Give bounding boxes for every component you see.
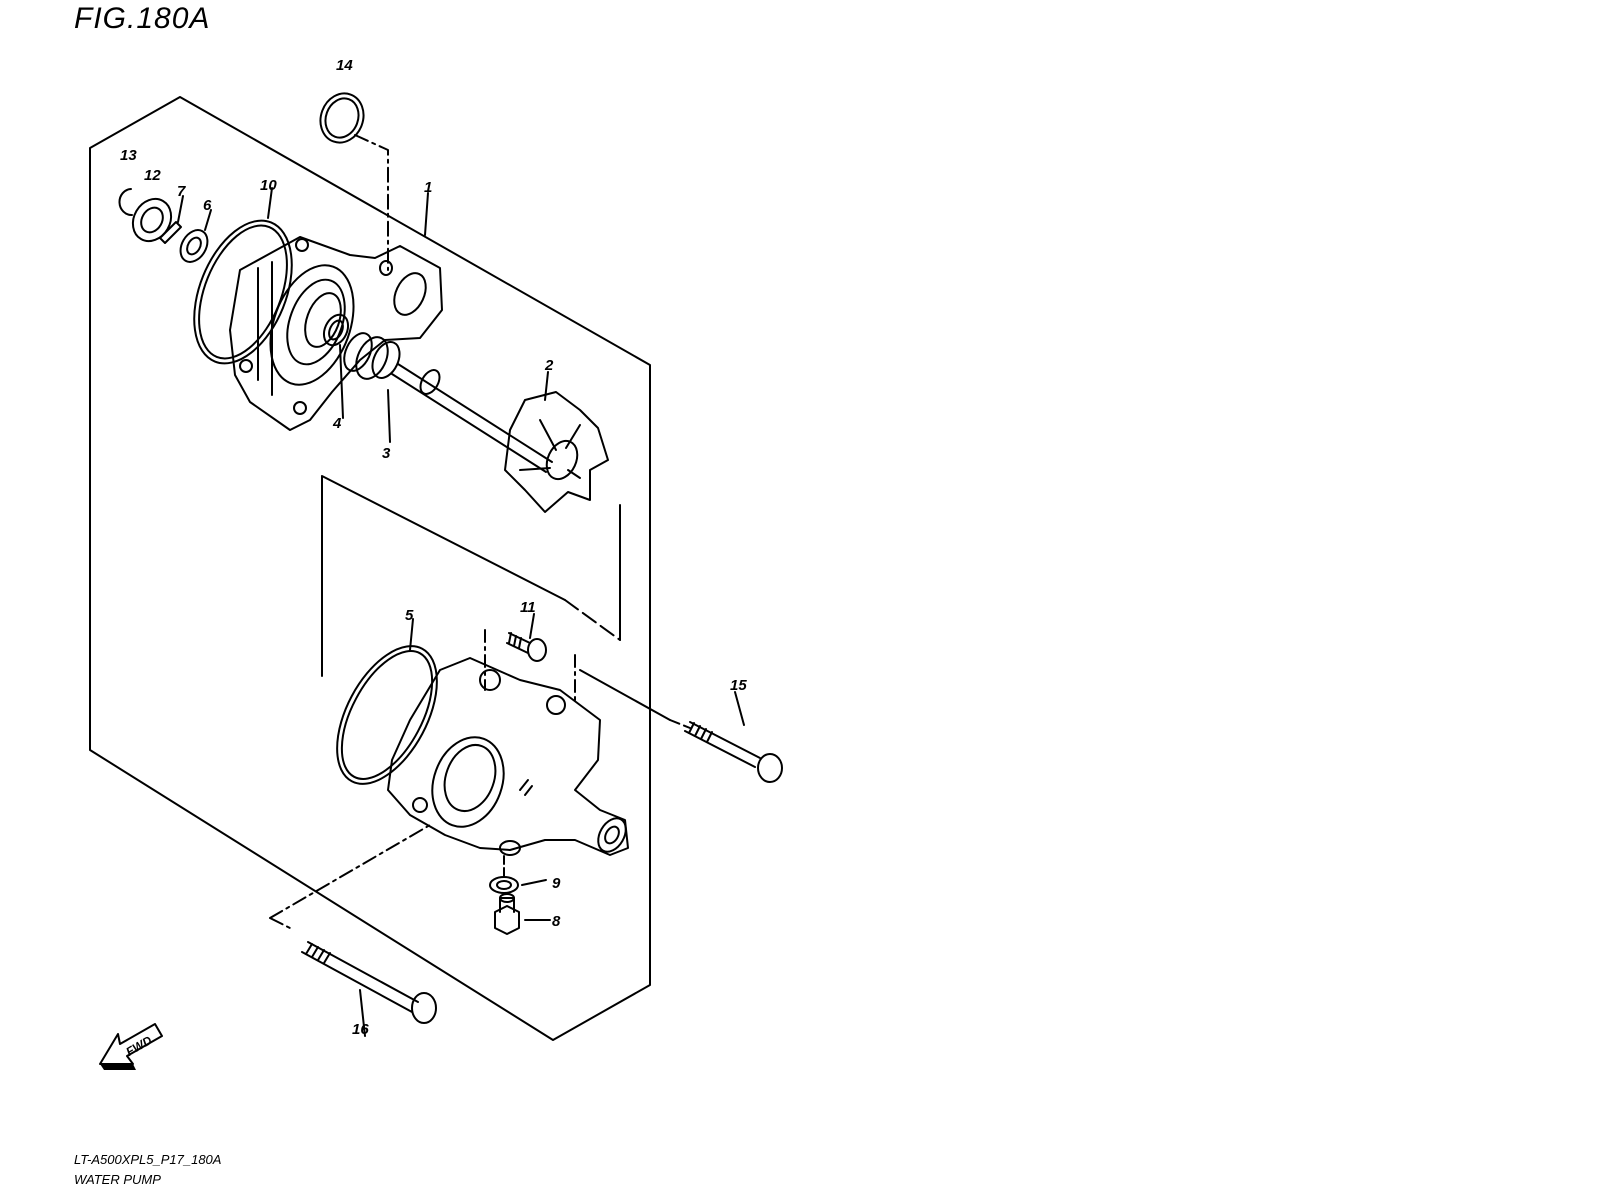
- figure-title: FIG.180A: [74, 2, 211, 35]
- screw-11: [506, 632, 547, 662]
- o-ring-14: [319, 92, 365, 144]
- forward-direction-arrow-icon: FWD: [99, 1023, 163, 1070]
- callout-14: 14: [336, 57, 353, 74]
- mechanical-seal-3: [343, 332, 401, 380]
- callout-16: 16: [352, 1021, 369, 1038]
- callout-9: 9: [552, 875, 561, 892]
- callout-7: 7: [177, 183, 186, 200]
- circlip-13: [118, 188, 133, 217]
- cover-subgroup-boundary: [321, 475, 671, 721]
- seal-12: [131, 197, 173, 243]
- callout-3: 3: [382, 445, 391, 462]
- callout-13: 13: [120, 147, 137, 164]
- bolt-16: [301, 941, 437, 1024]
- callout-2: 2: [544, 357, 554, 374]
- washer-9: [489, 876, 519, 894]
- pump-cover: [387, 657, 629, 856]
- assembly-boundary: [89, 96, 651, 1041]
- callout-5: 5: [405, 607, 414, 624]
- impeller-shaft-2: [391, 363, 553, 473]
- figure-name: WATER PUMP: [74, 1172, 161, 1187]
- washer-6: [179, 229, 209, 263]
- mechanical-seal-4: [322, 313, 350, 347]
- callout-12: 12: [144, 167, 161, 184]
- o-ring-5: [336, 645, 438, 785]
- callout-6: 6: [203, 197, 212, 214]
- callout-15: 15: [730, 677, 747, 694]
- impeller-2: [504, 391, 609, 513]
- figure-code: LT-A500XPL5_P17_180A: [74, 1152, 222, 1167]
- callout-10: 10: [260, 177, 277, 194]
- pin-7: [159, 221, 182, 244]
- drain-plug-8: [494, 893, 520, 935]
- pump-case-1: [229, 236, 443, 431]
- callout-8: 8: [552, 913, 561, 930]
- callout-4: 4: [332, 415, 342, 432]
- callout-11: 11: [520, 599, 536, 616]
- callout-1: 1: [424, 179, 432, 196]
- bolt-15: [684, 721, 783, 783]
